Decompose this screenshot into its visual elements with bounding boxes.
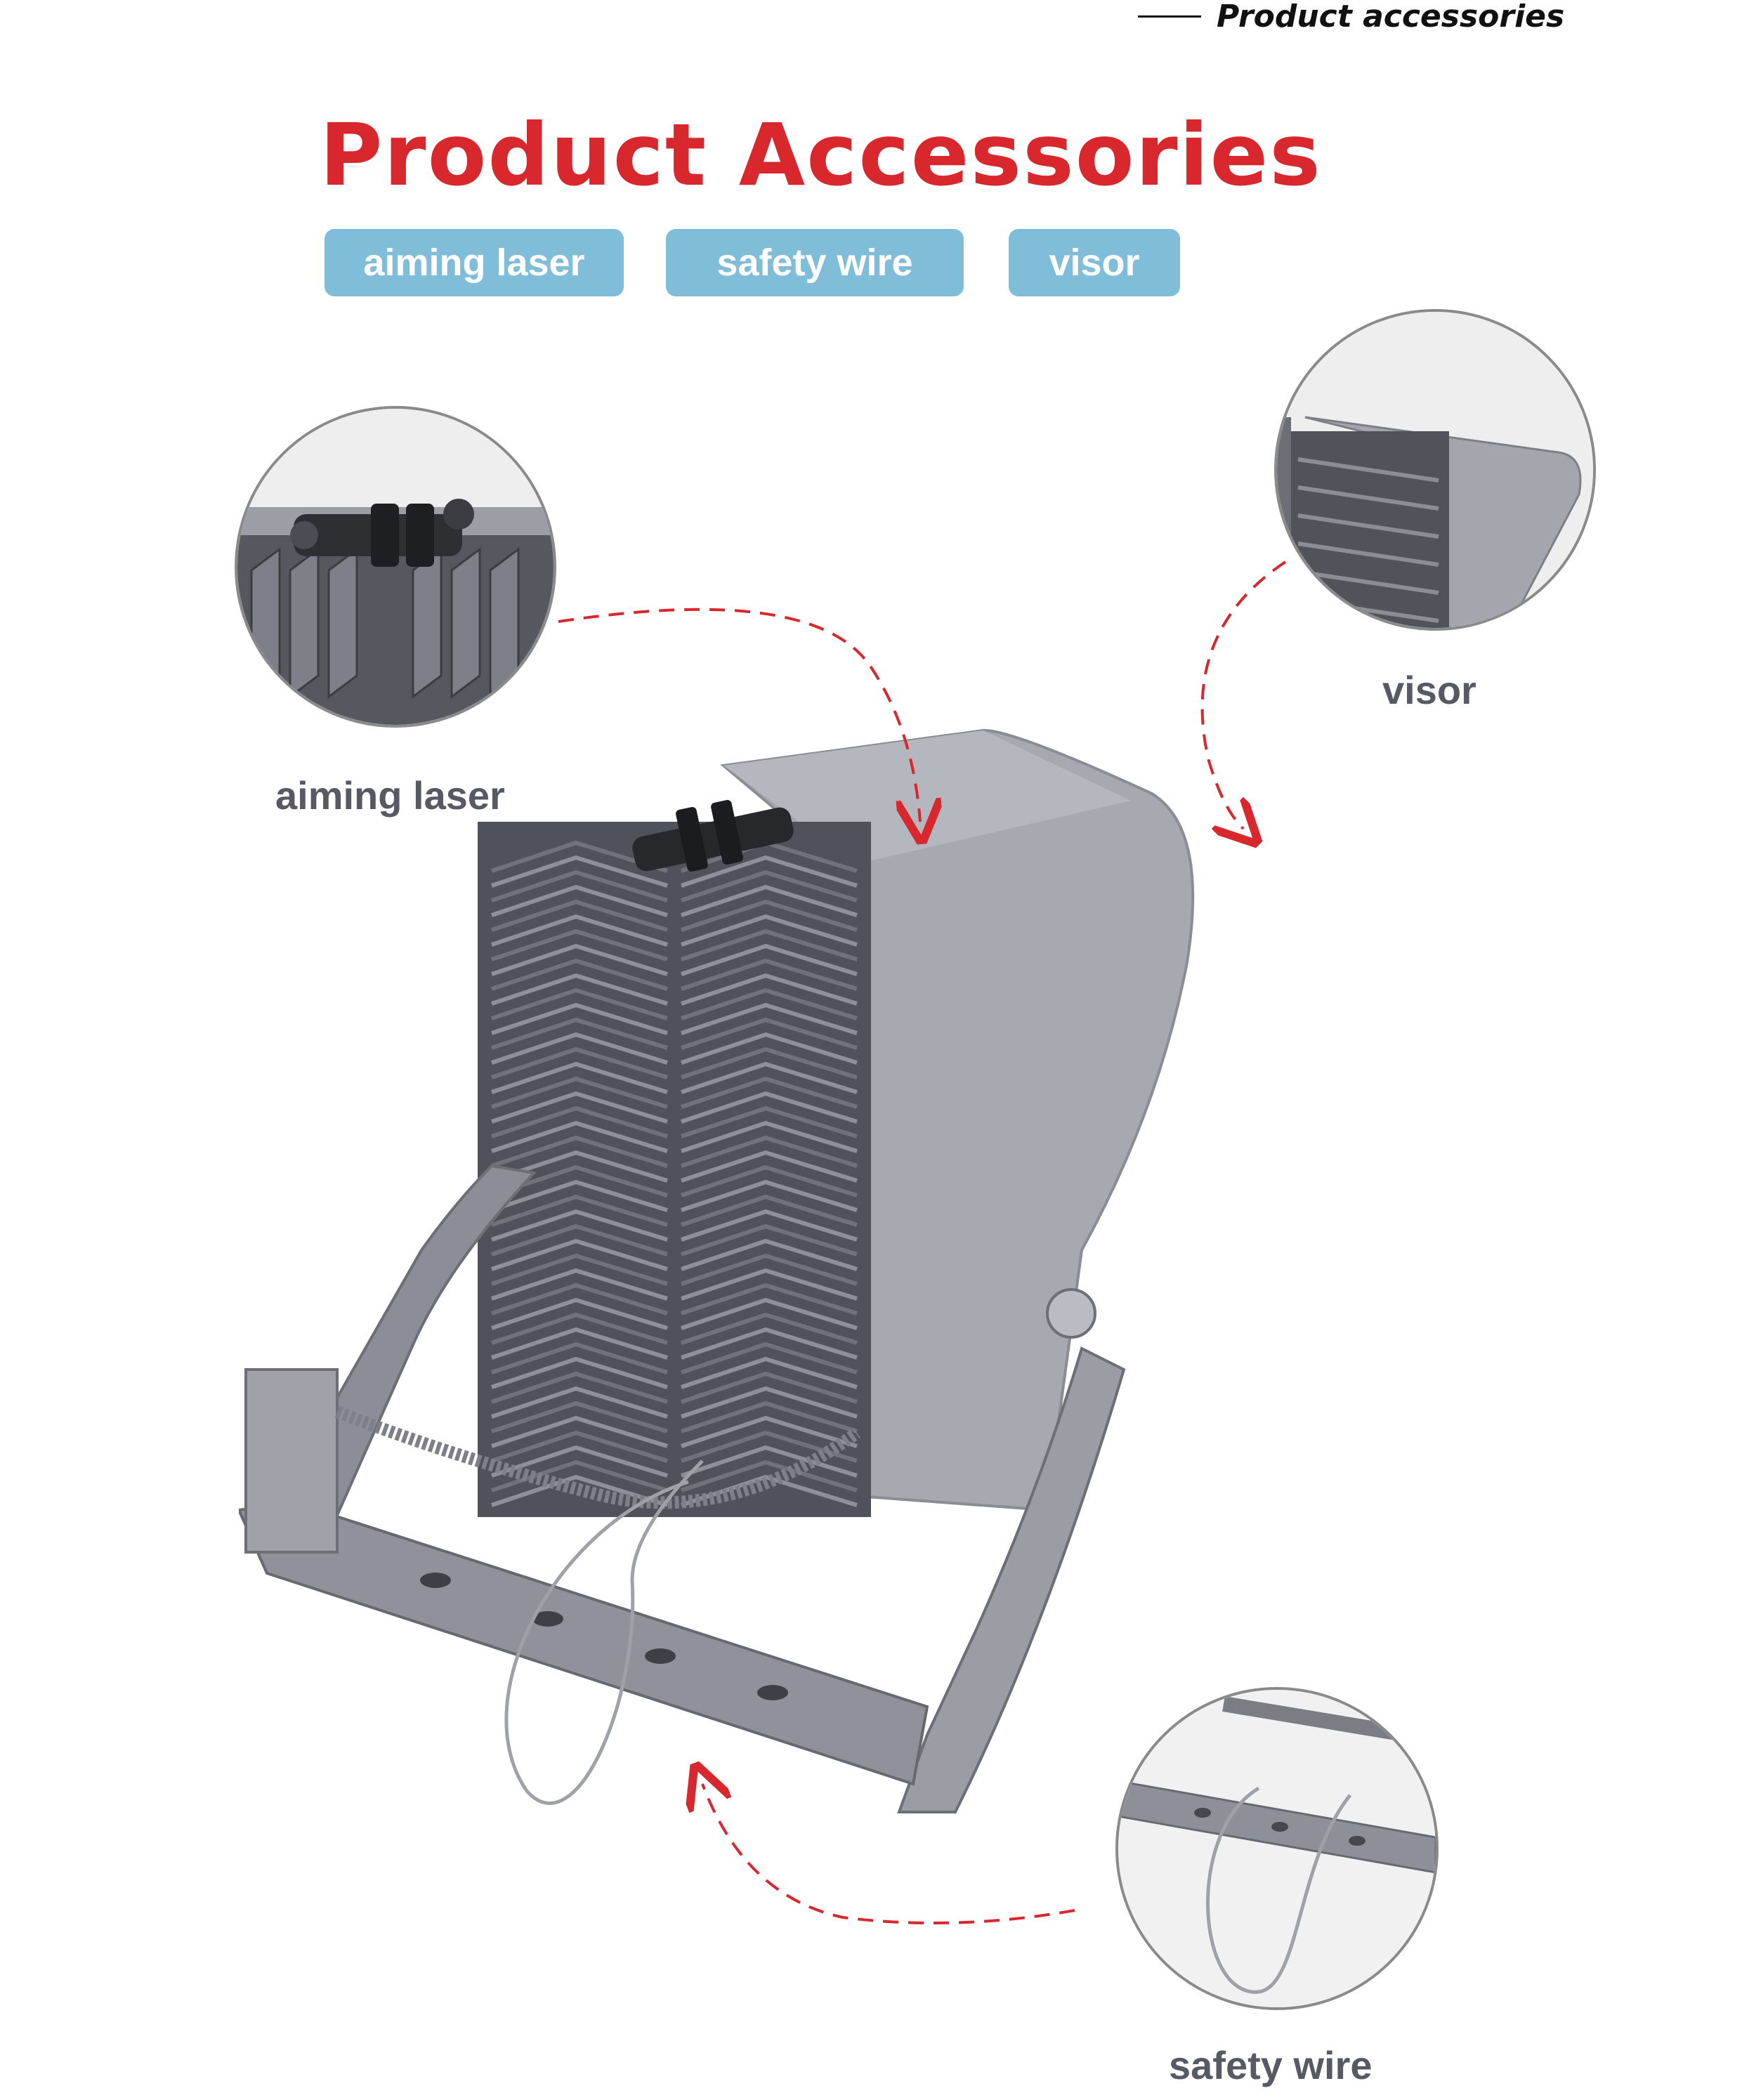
header-rule — [1138, 15, 1201, 18]
rail-holes — [420, 1573, 788, 1700]
aiming-laser-detail-icon — [237, 409, 554, 725]
section-header: Product accessories — [1138, 0, 1565, 34]
bracket-bottom-rail — [239, 1501, 929, 1786]
safety-wire-loop — [504, 1459, 704, 1805]
floodlight-illustration — [239, 728, 1195, 1813]
safety-wire-detail-image — [1115, 1687, 1439, 2010]
visor-detail-image — [1274, 309, 1596, 631]
safety-wire-detail-icon — [1118, 1690, 1436, 2007]
pivot-bolt — [1046, 1288, 1096, 1339]
page-title: Product Accessories — [320, 105, 1322, 205]
aiming-laser-caption: aiming laser — [275, 773, 505, 818]
aiming-laser-detail-image — [235, 406, 556, 728]
tag-safety-wire: safety wire — [666, 229, 964, 296]
visor-caption: visor — [1382, 668, 1476, 712]
section-label: Product accessories — [1217, 0, 1565, 34]
tag-aiming-laser: aiming laser — [325, 229, 624, 296]
tag-visor: visor — [1009, 229, 1180, 296]
heatsink-body — [478, 822, 871, 1517]
visor-shell — [720, 728, 1195, 1512]
safety-wire-caption: safety wire — [1169, 2043, 1373, 2087]
heatsink-fins — [491, 840, 858, 1507]
visor-detail-icon — [1277, 312, 1593, 628]
driver-box — [244, 1368, 339, 1554]
conduit — [334, 1405, 861, 1509]
